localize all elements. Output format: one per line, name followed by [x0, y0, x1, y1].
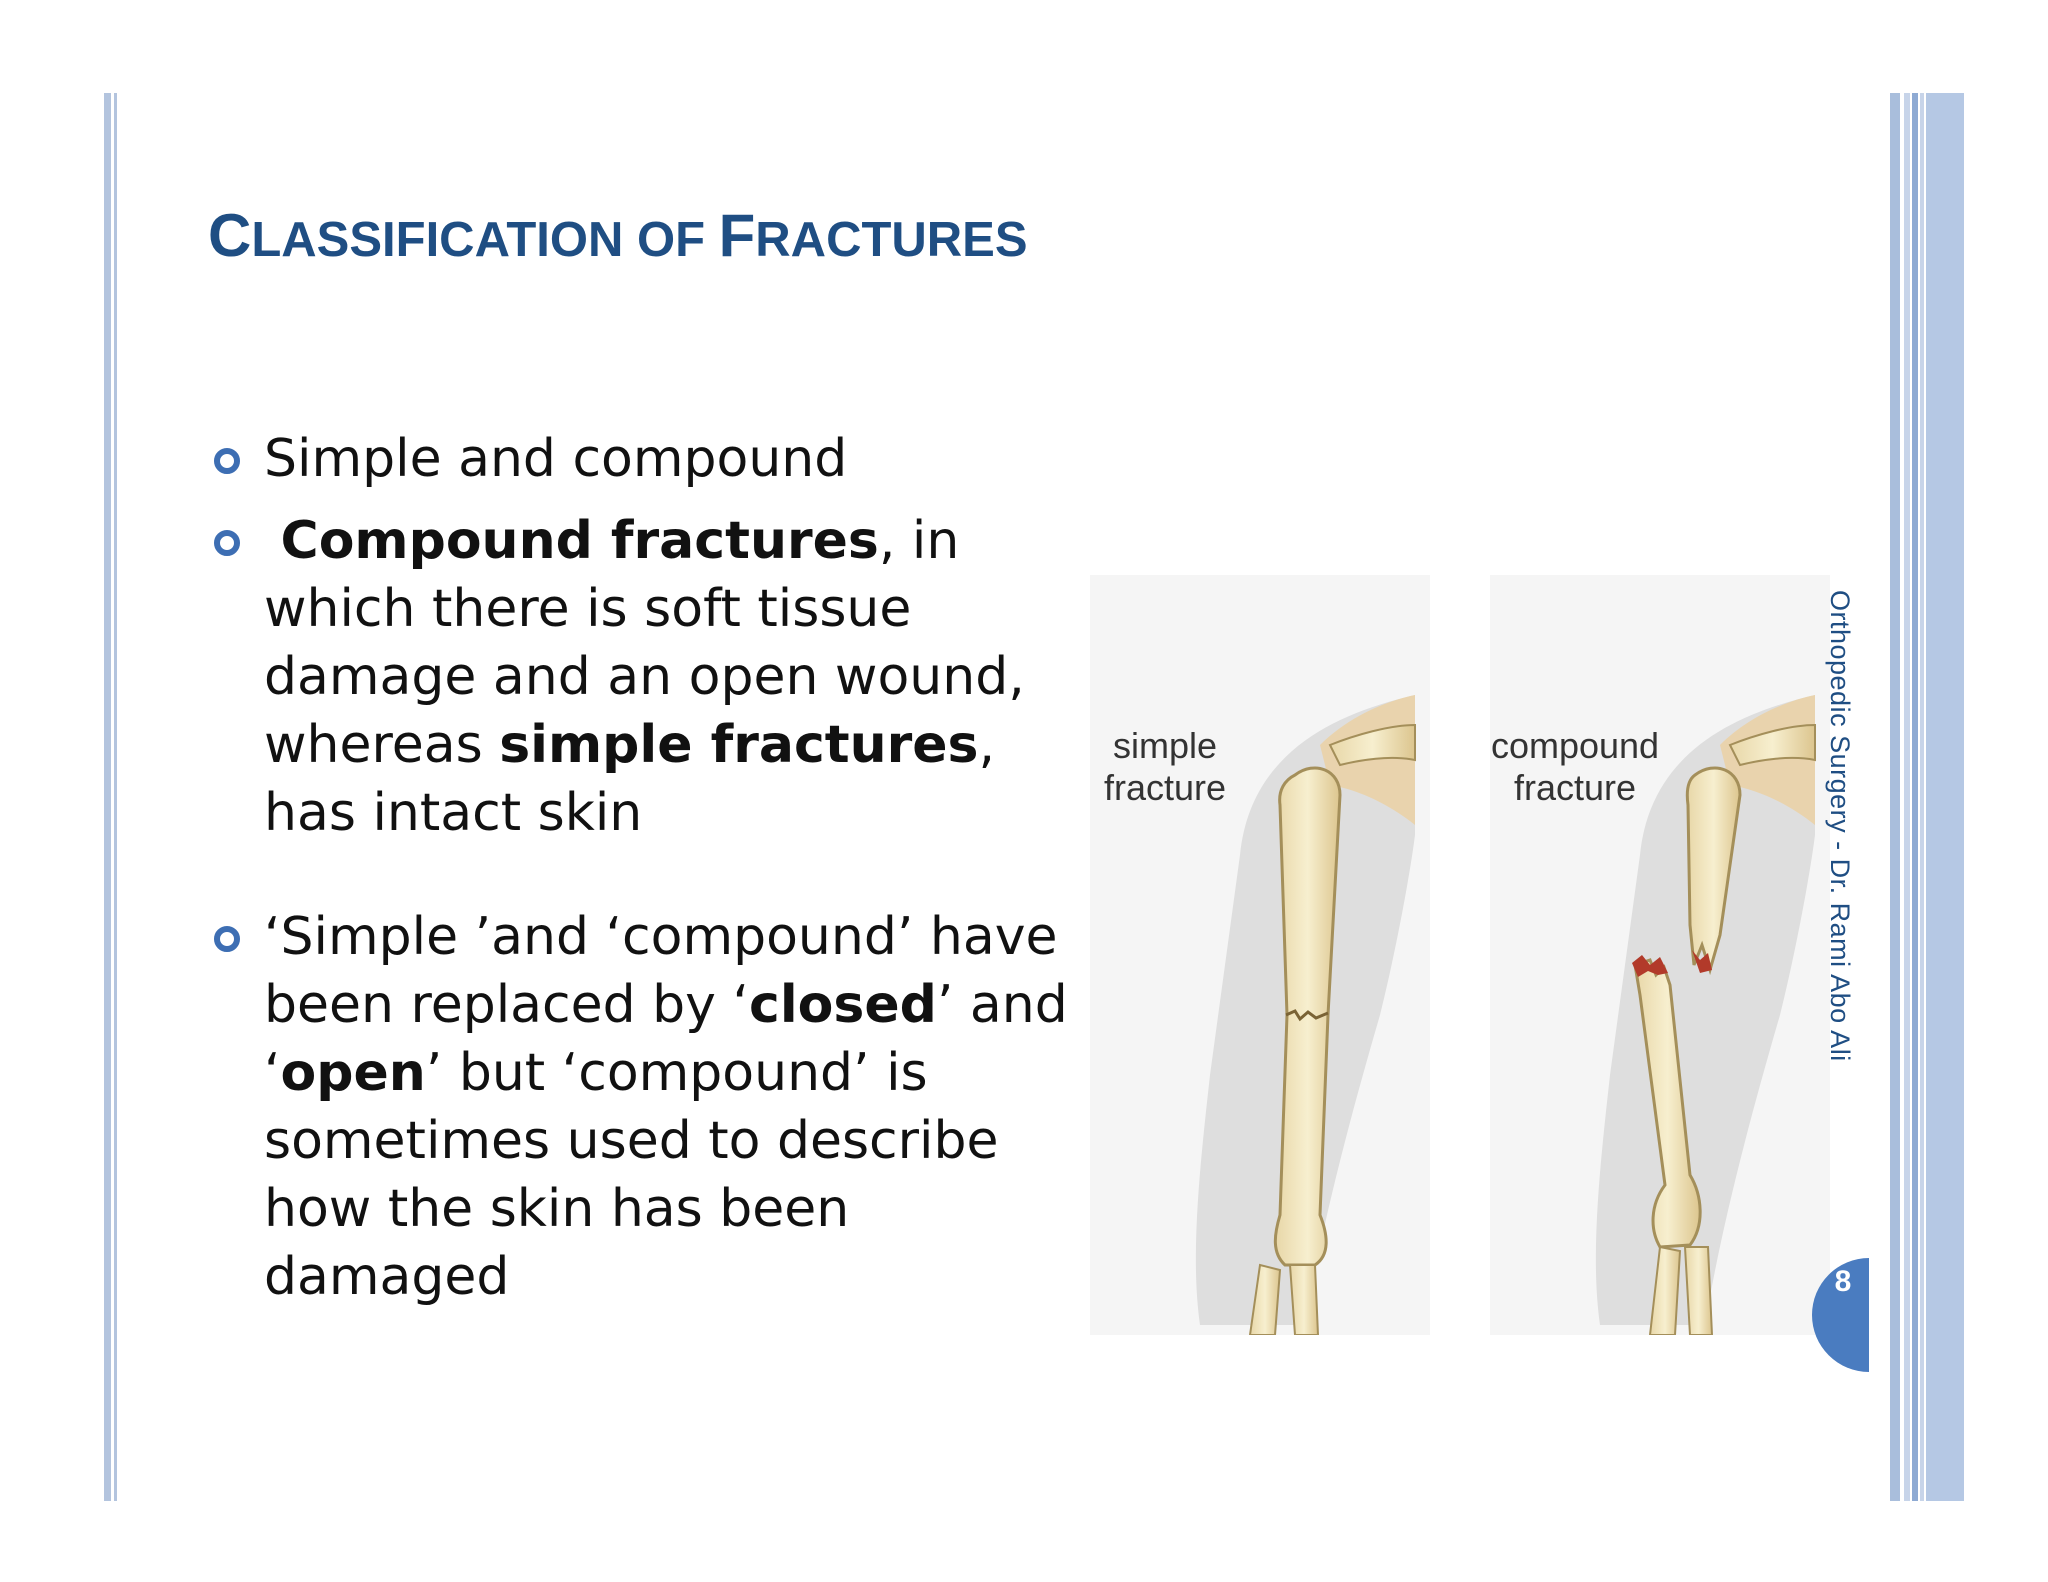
bullet-text: , has intact skin: [264, 715, 996, 843]
simple-fracture-label: simple fracture: [1090, 725, 1240, 809]
bullet-text: , in which there is soft tissue damage a…: [264, 511, 1025, 775]
compound-wound: [1692, 950, 1712, 973]
title-text: LASSIFICATION OF: [251, 213, 719, 267]
bullet-bold-term: open: [280, 1043, 426, 1103]
vertical-author-caption: Orthopedic Surgery - Dr. Rami Abo Ali: [1825, 590, 1855, 1062]
simple-fracture-line: [1285, 1009, 1329, 1022]
right-band-stripe: [1926, 93, 1964, 1501]
fracture-illustration: simple fracture compound fracture: [1090, 575, 1835, 1336]
compound-humerus-lower-fragment: [1633, 958, 1702, 1249]
bullet-text: ’ but ‘compound’ is sometimes used to de…: [264, 1043, 999, 1307]
label-line: compound: [1490, 725, 1660, 766]
bullet-bold-term: closed: [749, 975, 937, 1035]
page-number: 8: [1834, 1265, 1852, 1298]
title-initial: C: [208, 202, 252, 269]
fracture-illustration-svg: [1090, 575, 1830, 1336]
bullet-text: Simple and compound: [264, 429, 848, 489]
label-line: fracture: [1513, 767, 1637, 808]
label-line: simple: [1112, 725, 1218, 766]
right-band-stripe: [1920, 93, 1924, 1501]
label-line: fracture: [1103, 767, 1227, 808]
slide-title: CLASSIFICATION OF FRACTURES: [208, 206, 1028, 266]
simple-forearm-bone: [1288, 1264, 1320, 1336]
bullet-item: ‘Simple ’and ‘compound’ have been replac…: [210, 903, 1090, 1311]
compound-arm-silhouette: [1595, 695, 1815, 1325]
bullet-text: ’ and ‘: [264, 975, 1068, 1103]
left-rule-thick: [104, 93, 111, 1501]
bullet-item: Simple and compound: [210, 425, 1090, 493]
bullet-text: ‘Simple ’and ‘compound’ have been replac…: [264, 907, 1058, 1035]
right-band-stripe: [1890, 93, 1900, 1501]
title-text: RACTURES: [755, 213, 1028, 267]
compound-scapula: [1728, 723, 1816, 767]
right-band-stripe: [1904, 93, 1910, 1501]
page-number-badge: [1812, 1258, 1869, 1372]
page-number-badge-shape: [1812, 1258, 1869, 1372]
left-rule-thin: [114, 93, 117, 1501]
compound-fracture-label: compound fracture: [1470, 725, 1680, 809]
right-band-stripe: [1964, 93, 2048, 1501]
compound-forearm-bone: [1683, 1246, 1714, 1336]
panel-divider: [1430, 575, 1490, 1335]
bullet-list: Simple and compound Compound fractures, …: [210, 425, 1090, 1311]
compound-wound: [1632, 955, 1668, 977]
bullet-ring-icon: [214, 448, 240, 474]
bullet-bold-term: Compound fractures: [280, 511, 879, 571]
bullet-item: Compound fractures, in which there is so…: [210, 507, 1090, 847]
bullet-ring-icon: [214, 926, 240, 952]
right-decorative-band: [1890, 93, 2048, 1501]
right-band-stripe: [1912, 93, 1918, 1501]
simple-scapula: [1328, 723, 1416, 767]
bullet-bold-term: simple fractures: [499, 715, 979, 775]
bullet-ring-icon: [214, 530, 240, 556]
title-initial: F: [718, 202, 756, 269]
